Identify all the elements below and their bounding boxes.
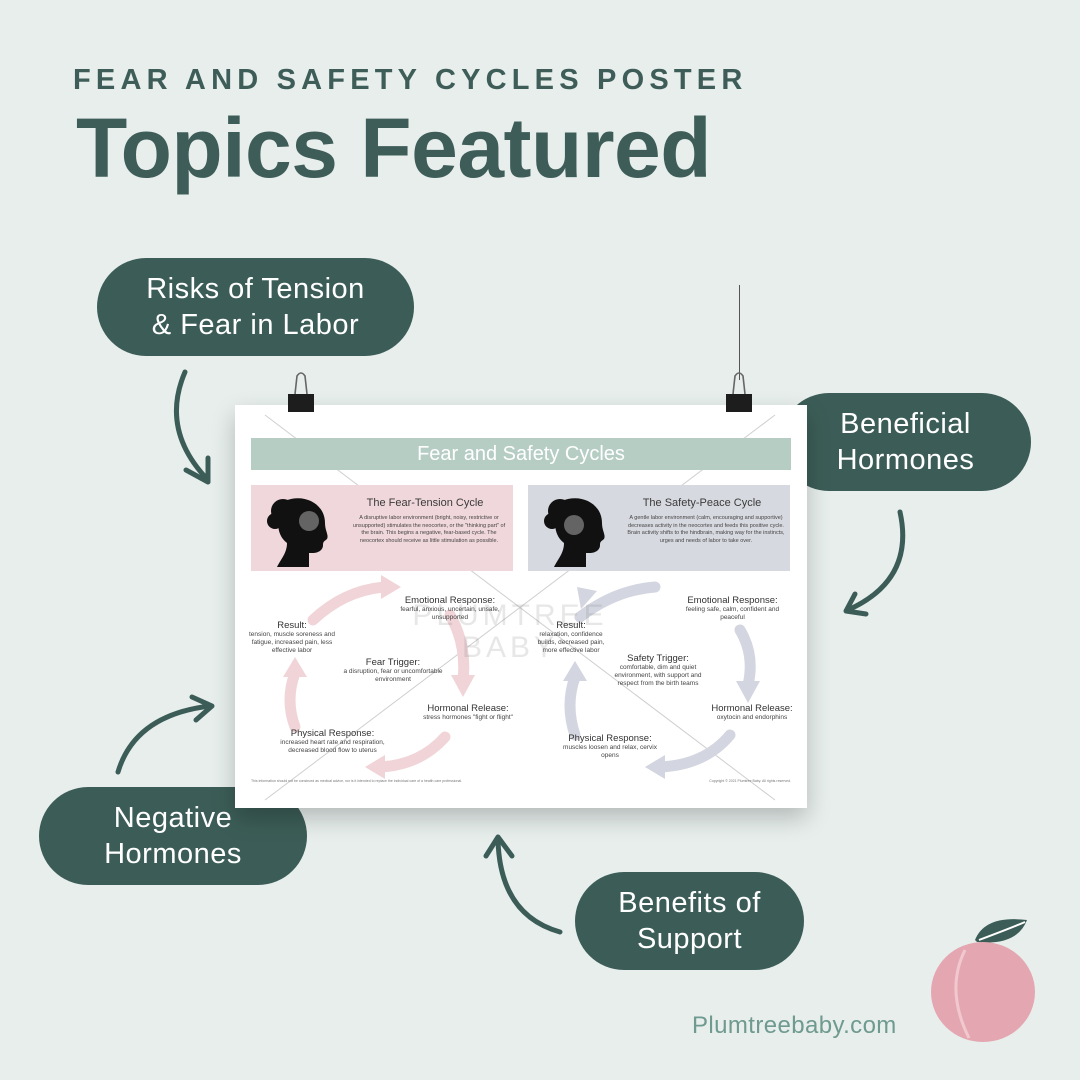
callout-support: Benefits of Support	[575, 872, 804, 970]
poster-preview: Fear and Safety Cycles The Fear-Tension …	[235, 405, 807, 808]
poster-banner: Fear and Safety Cycles	[251, 438, 791, 470]
fear-hormonal-body: stress hormones "fight or flight"	[423, 714, 513, 721]
hanging-wire	[739, 285, 740, 380]
safety-physical-title: Physical Response:	[568, 733, 652, 744]
fear-physical-body: increased heart rate and respiration, de…	[280, 739, 385, 754]
fear-trigger-body: a disruption, fear or uncomfortable envi…	[343, 668, 443, 683]
fear-trigger-title: Fear Trigger:	[365, 657, 421, 668]
fear-emotional-body: fearful, anxious, uncertain, unsafe, uns…	[400, 606, 500, 621]
safety-card-title: The Safety-Peace Cycle	[642, 497, 762, 509]
arrow-support-icon	[495, 837, 563, 935]
safety-physical-body: muscles loosen and relax, cervix opens	[563, 744, 657, 759]
callout-beneficial-line2: Hormones	[836, 444, 975, 476]
safety-physical: Physical Response: muscles loosen and re…	[555, 733, 665, 760]
fear-card: The Fear-Tension Cycle A disruptive labo…	[251, 485, 513, 571]
fear-arrow-bottom	[374, 731, 451, 773]
callout-risks: Risks of Tension & Fear in Labor	[97, 258, 414, 356]
safety-result: Result: relaxation, confidence builds, d…	[530, 620, 612, 655]
fear-physical-title: Physical Response:	[290, 728, 375, 739]
fear-arrow-top	[307, 581, 391, 626]
site-url[interactable]: Plumtreebaby.com	[692, 1012, 897, 1039]
safety-trigger: Safety Trigger: comfortable, dim and qui…	[603, 653, 713, 688]
head-silhouette-icon	[267, 498, 328, 567]
watermark-line1: PLUMTREE	[412, 599, 608, 632]
safety-arrow-left	[564, 671, 581, 741]
safety-result-body: relaxation, confidence builds, decreased…	[537, 631, 605, 654]
safety-hormonal-title: Hormonal Release:	[711, 703, 793, 714]
fear-hormonal-title: Hormonal Release:	[427, 703, 509, 714]
poster-diagonals	[264, 414, 776, 801]
fear-result: Result: tension, muscle soreness and fat…	[247, 620, 337, 655]
safety-arrow-bottom	[654, 729, 736, 773]
callout-negative-line1: Negative	[113, 802, 233, 834]
fear-emotional-title: Emotional Response:	[404, 595, 496, 606]
arrow-risks-icon	[173, 369, 211, 483]
safety-arrow-top	[574, 581, 661, 623]
binder-clip-icon	[288, 372, 314, 412]
fear-arrow-right	[444, 609, 470, 686]
safety-trigger-title: Safety Trigger:	[627, 653, 689, 664]
callout-negative-line2: Hormones	[104, 838, 242, 870]
fear-hormonal: Hormonal Release: stress hormones "fight…	[413, 703, 523, 722]
fear-trigger: Fear Trigger: a disruption, fear or unco…	[333, 657, 453, 684]
watermark-line2: BABY	[461, 631, 559, 664]
safety-emotional: Emotional Response: feeling safe, calm, …	[675, 595, 790, 622]
callout-risks-line1: Risks of Tension	[146, 273, 365, 305]
head-silhouette-icon	[544, 498, 605, 567]
poster-title: Fear and Safety Cycles	[417, 442, 625, 465]
fear-physical: Physical Response: increased heart rate …	[275, 728, 390, 755]
poster-watermark: PLUMTREE BABY	[400, 600, 620, 664]
safety-hormonal-body: oxytocin and endorphins	[716, 714, 788, 721]
fear-result-title: Result:	[277, 620, 307, 631]
safety-card: The Safety-Peace Cycle A gentle labor en…	[528, 485, 790, 571]
binder-clip-icon	[726, 372, 752, 412]
callout-support-line2: Support	[636, 923, 743, 955]
safety-emotional-body: feeling safe, calm, confident and peacef…	[685, 606, 780, 621]
safety-arrow-right	[734, 624, 756, 691]
callout-risks-line2: & Fear in Labor	[151, 309, 360, 341]
safety-hormonal: Hormonal Release: oxytocin and endorphin…	[697, 703, 807, 722]
fear-result-body: tension, muscle soreness and fatigue, in…	[249, 631, 335, 654]
safety-trigger-body: comfortable, dim and quiet environment, …	[614, 664, 702, 687]
fear-arrow-left	[284, 667, 301, 733]
arrow-negative-icon	[115, 703, 213, 775]
fear-card-body: A disruptive labor environment (bright, …	[352, 515, 506, 544]
fear-card-title: The Fear-Tension Cycle	[366, 497, 484, 509]
callout-support-line1: Benefits of	[618, 887, 761, 919]
fear-emotional: Emotional Response: fearful, anxious, un…	[395, 595, 505, 622]
poster-disclaimer: This information should not be construed…	[251, 779, 463, 783]
callout-beneficial-line1: Beneficial	[840, 408, 971, 440]
poster-copyright: Copyright © 2021 Plumtree Baby. All righ…	[709, 779, 791, 783]
poster-eyebrow: FEAR AND SAFETY CYCLES POSTER	[73, 64, 748, 96]
safety-emotional-title: Emotional Response:	[687, 595, 778, 606]
safety-result-title: Result:	[556, 620, 586, 631]
cycle-arrows	[283, 575, 760, 779]
safety-card-body: A gentle labor environment (calm, encour…	[627, 515, 785, 544]
peach-logo-icon	[931, 919, 1035, 1042]
page-title: Topics Featured	[76, 101, 712, 195]
arrow-beneficial-icon	[845, 509, 906, 613]
